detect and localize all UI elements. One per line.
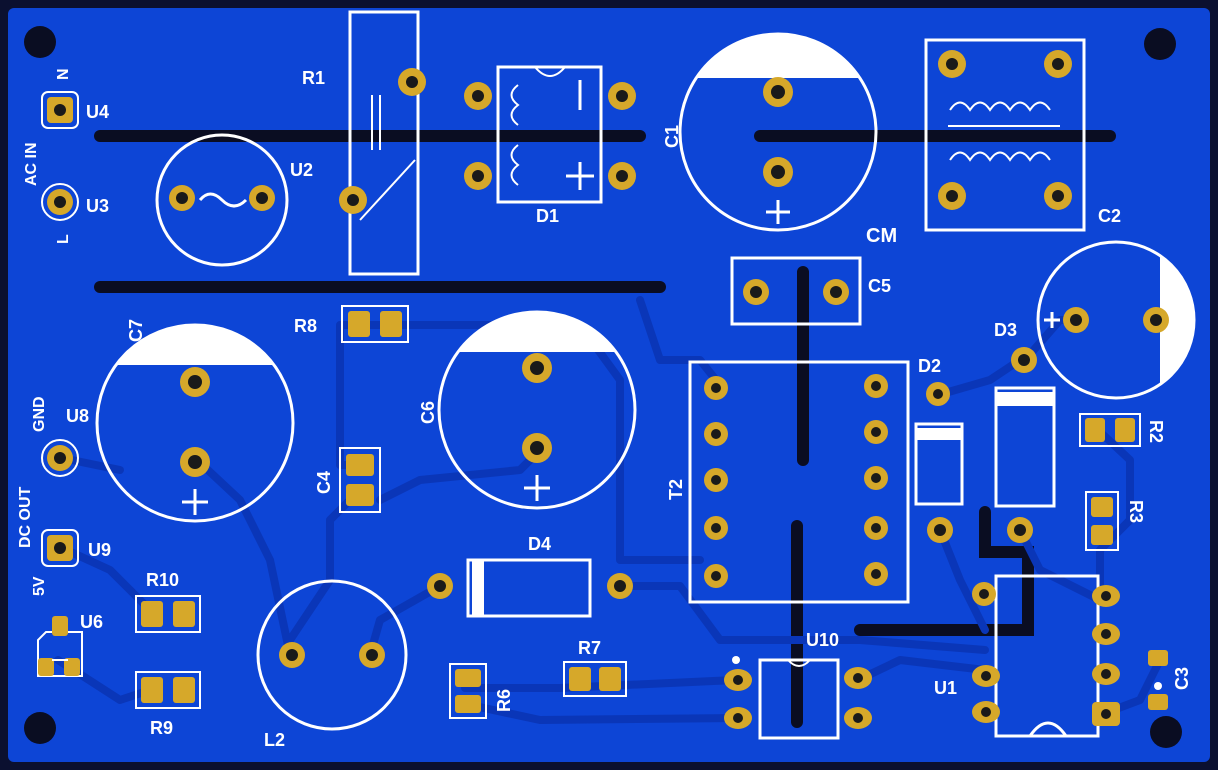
isolation-slots xyxy=(94,130,1116,728)
label-u10: U10 xyxy=(806,630,839,650)
label-c4: C4 xyxy=(314,471,334,494)
label-d2: D2 xyxy=(918,356,941,376)
label-d1: D1 xyxy=(536,206,559,226)
label-l: L xyxy=(55,234,72,244)
diode-d3 xyxy=(994,347,1056,543)
label-cm: CM xyxy=(866,225,897,247)
capacitor-c5 xyxy=(730,256,862,326)
label-r3: R3 xyxy=(1126,500,1146,523)
resistor-r2 xyxy=(1079,413,1141,447)
label-d4: D4 xyxy=(528,534,551,554)
label-u6: U6 xyxy=(80,612,103,632)
label-r9: R9 xyxy=(150,718,173,738)
resistor-r6 xyxy=(449,663,487,719)
label-r6: R6 xyxy=(494,689,514,712)
label-r1: R1 xyxy=(302,68,325,88)
label-u3: U3 xyxy=(86,196,109,216)
dc-output-connector xyxy=(41,439,79,567)
transformer-t2 xyxy=(688,360,910,604)
label-u9: U9 xyxy=(88,540,111,560)
label-l2: L2 xyxy=(264,730,285,750)
label-dc-out: DC OUT xyxy=(17,486,34,548)
resistor-r7 xyxy=(563,661,627,697)
ac-input-connector xyxy=(41,91,79,221)
label-c7: C7 xyxy=(126,319,146,342)
capacitor-c3 xyxy=(1148,650,1168,710)
mounting-holes xyxy=(24,26,1182,748)
resistor-r8 xyxy=(341,305,409,343)
led-u6 xyxy=(37,616,83,677)
label-r2: R2 xyxy=(1146,420,1166,443)
varistor-r1 xyxy=(339,10,426,276)
label-u4: U4 xyxy=(86,102,109,122)
bridge-rectifier-d1 xyxy=(464,65,636,204)
resistor-r10 xyxy=(135,595,201,633)
label-t2: T2 xyxy=(666,479,686,500)
label-r7: R7 xyxy=(578,638,601,658)
label-u8: U8 xyxy=(66,406,89,426)
fuse-u2 xyxy=(155,133,289,267)
inductor-l2 xyxy=(256,579,408,731)
optocoupler-u10 xyxy=(724,656,872,740)
label-c2: C2 xyxy=(1098,206,1121,226)
label-n: N xyxy=(55,68,72,80)
diode-d2 xyxy=(914,382,964,543)
resistor-r9 xyxy=(135,671,201,709)
label-5v: 5V xyxy=(31,576,48,596)
label-c6: C6 xyxy=(418,401,438,424)
label-ac-in: AC IN xyxy=(23,142,40,186)
label-c3: C3 xyxy=(1172,667,1192,690)
capacitor-c4 xyxy=(339,447,381,513)
label-c5: C5 xyxy=(868,276,891,296)
label-u2: U2 xyxy=(290,160,313,180)
diode-d4 xyxy=(427,558,633,618)
resistor-r3 xyxy=(1085,491,1119,551)
label-d3: D3 xyxy=(994,320,1017,340)
label-gnd: GND xyxy=(31,396,48,432)
label-r10: R10 xyxy=(146,570,179,590)
common-mode-choke xyxy=(924,38,1086,232)
label-r8: R8 xyxy=(294,316,317,336)
transformer-t2-pads xyxy=(704,374,888,588)
label-u1: U1 xyxy=(934,678,957,698)
label-c1: C1 xyxy=(662,125,682,148)
ic-u1 xyxy=(972,574,1120,738)
